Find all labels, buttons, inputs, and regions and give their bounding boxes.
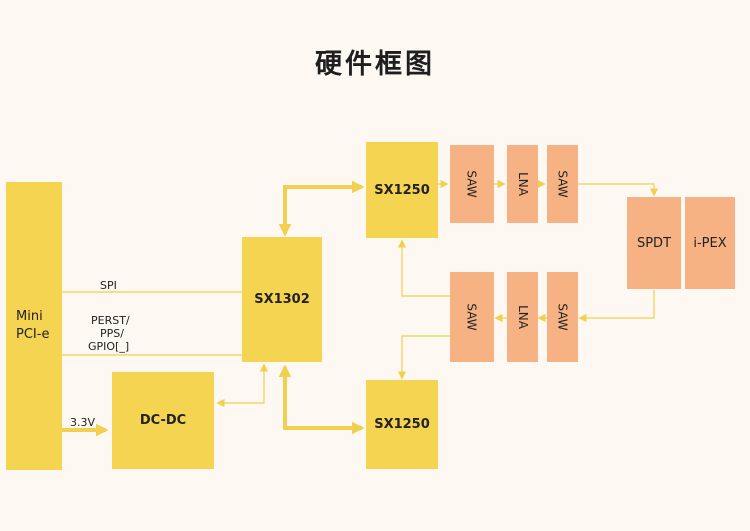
sx1250-bottom-block: SX1250 <box>366 380 438 469</box>
saw-bottom-2-label: SAW <box>555 303 570 331</box>
v33-label: 3.3V <box>70 416 96 429</box>
perst-label: PERST/ <box>91 314 130 327</box>
spdt-label: SPDT <box>636 235 672 251</box>
lna-top-label: LNA <box>515 172 530 196</box>
diagram-title: 硬件框图 <box>315 49 435 80</box>
ipex-block: i-PEX <box>685 197 735 289</box>
line-dcdc-sx1302 <box>216 363 269 408</box>
sx1302-block: SX1302 <box>242 237 322 362</box>
saw-bottom-1-block: SAW <box>450 272 494 362</box>
sx1250-top-label: SX1250 <box>374 182 430 198</box>
mini-pcie-label: Mini PCI-e <box>16 309 50 342</box>
lna-top-block: LNA <box>507 145 538 223</box>
saw-top-2-block: SAW <box>547 145 578 223</box>
line-spdt-saw-bottom <box>578 290 655 323</box>
spi-label: SPI <box>100 279 117 292</box>
saw-bottom-2-block: SAW <box>547 272 578 362</box>
saw-top-1-block: SAW <box>450 145 494 223</box>
line-saw-to-sx1250-bottom <box>397 335 450 380</box>
lna-bottom-block: LNA <box>507 272 538 362</box>
line-saw2-spdt <box>578 183 659 197</box>
saw-top-1-label: SAW <box>464 170 479 198</box>
bus-sx1302-sx1250-bottom <box>278 364 365 435</box>
lna-bottom-label: LNA <box>515 305 530 329</box>
line-saw-to-sx1250-top <box>397 239 450 297</box>
sx1250-bottom-label: SX1250 <box>374 417 430 432</box>
mini-pcie-block: Mini PCI-e <box>6 182 62 470</box>
pps-label: PPS/ <box>100 327 124 340</box>
gpio-label: GPIO[_] <box>88 340 130 353</box>
ipex-label: i-PEX <box>693 235 727 251</box>
saw-bottom-1-label: SAW <box>464 303 479 331</box>
dcdc-label: DC-DC <box>139 413 187 428</box>
dcdc-block: DC-DC <box>112 372 214 469</box>
spdt-block: SPDT <box>627 197 681 289</box>
sx1250-top-block: SX1250 <box>366 142 438 238</box>
bus-sx1302-sx1250-top <box>278 180 365 237</box>
sx1302-label: SX1302 <box>254 292 310 307</box>
saw-top-2-label: SAW <box>555 170 570 198</box>
